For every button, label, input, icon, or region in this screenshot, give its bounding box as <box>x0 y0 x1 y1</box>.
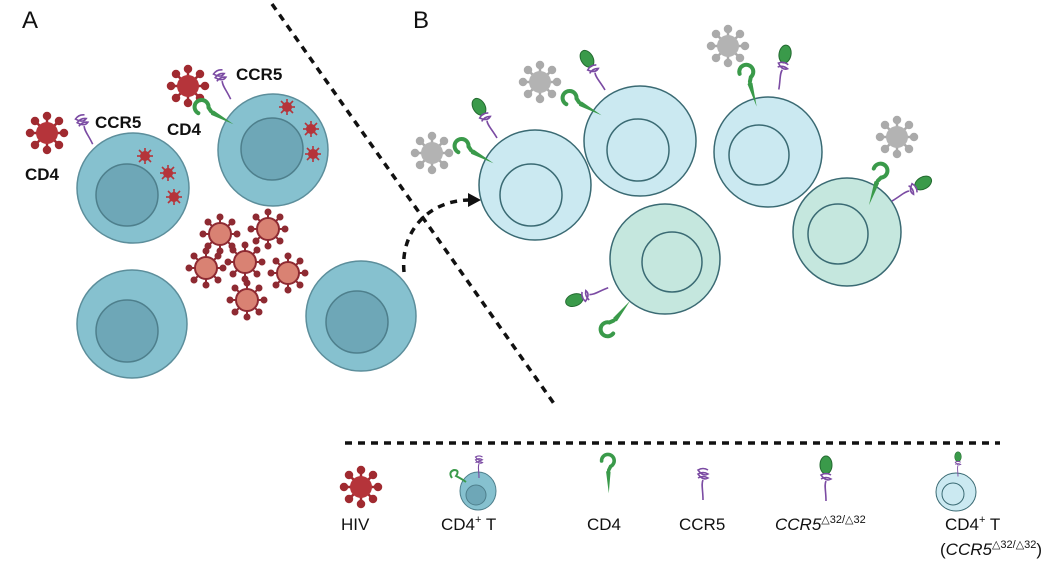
transition-arrow <box>401 198 471 273</box>
cd4-label-2: CD4 <box>167 120 202 139</box>
legend-label-hiv: HIV <box>341 515 370 534</box>
legend-item-cd4: CD4 <box>587 452 621 534</box>
hiv-virus-icon <box>25 111 69 155</box>
ccr5-receptor-icon <box>212 67 237 103</box>
ccr5-mutant-icon <box>772 43 794 92</box>
infected-cell-1 <box>76 132 190 244</box>
legend: HIV CD4+ T CD4 CCR5 CCR5△32/△32 CD4+ T (… <box>339 451 1042 559</box>
arrow-head-icon <box>468 193 481 207</box>
ccr5-label-2: CCR5 <box>236 65 282 84</box>
ccr5-receptor-icon <box>74 112 99 148</box>
ccr5-mutant-icon <box>468 95 503 142</box>
blocked-virus-icon <box>518 60 562 104</box>
ccr5-mutant-icon <box>888 172 935 207</box>
resistant-cell-4 <box>609 203 721 315</box>
resistant-cell-5 <box>792 177 902 287</box>
legend-label-ccr5: CCR5 <box>679 515 725 534</box>
infected-cell-2 <box>217 93 329 207</box>
ccr5-mutant-icon <box>819 455 833 502</box>
resistant-cell-2 <box>583 85 697 197</box>
ccr5-mutant-icon <box>576 47 611 94</box>
ccr5-mutant-icon <box>563 281 612 310</box>
legend-item-cd4-t-cell: CD4+ T <box>441 455 497 534</box>
legend-item-resistant-cell: CD4+ T (CCR5△32/△32) <box>935 451 1042 559</box>
legend-label-resistant-cell: CD4+ T <box>945 514 1000 534</box>
cd4-icon <box>599 452 616 496</box>
ccr5-label-1: CCR5 <box>95 113 141 132</box>
uninfected-cell-1 <box>76 269 188 379</box>
panel-divider <box>270 2 557 407</box>
uninfected-cell-2 <box>305 260 417 372</box>
resistant-cell-1 <box>478 129 592 241</box>
legend-label-resistant-cell-line2: (CCR5△32/△32) <box>940 539 1042 559</box>
cd4-label-1: CD4 <box>25 165 60 184</box>
blocked-virus-icon <box>410 131 454 175</box>
hiv-icon <box>339 465 383 509</box>
panel-b-label: B <box>413 7 429 34</box>
resistant-cell-3 <box>713 96 823 208</box>
cd4-icon <box>449 468 467 483</box>
ccr5-icon <box>697 467 709 501</box>
cd4-receptor-icon <box>595 294 639 342</box>
legend-label-cd4-t: CD4+ T <box>441 514 496 534</box>
legend-item-ccr5-mutant: CCR5△32/△32 <box>775 455 866 534</box>
blocked-virus-icon <box>875 115 919 159</box>
legend-label-ccr5-mutant: CCR5△32/△32 <box>775 514 866 534</box>
legend-item-hiv: HIV <box>339 465 383 534</box>
legend-label-cd4: CD4 <box>587 515 621 534</box>
legend-item-ccr5: CCR5 <box>679 467 725 534</box>
panel-a-label: A <box>22 7 38 34</box>
blocked-virus-icon <box>706 24 750 68</box>
free-virions <box>185 208 309 321</box>
